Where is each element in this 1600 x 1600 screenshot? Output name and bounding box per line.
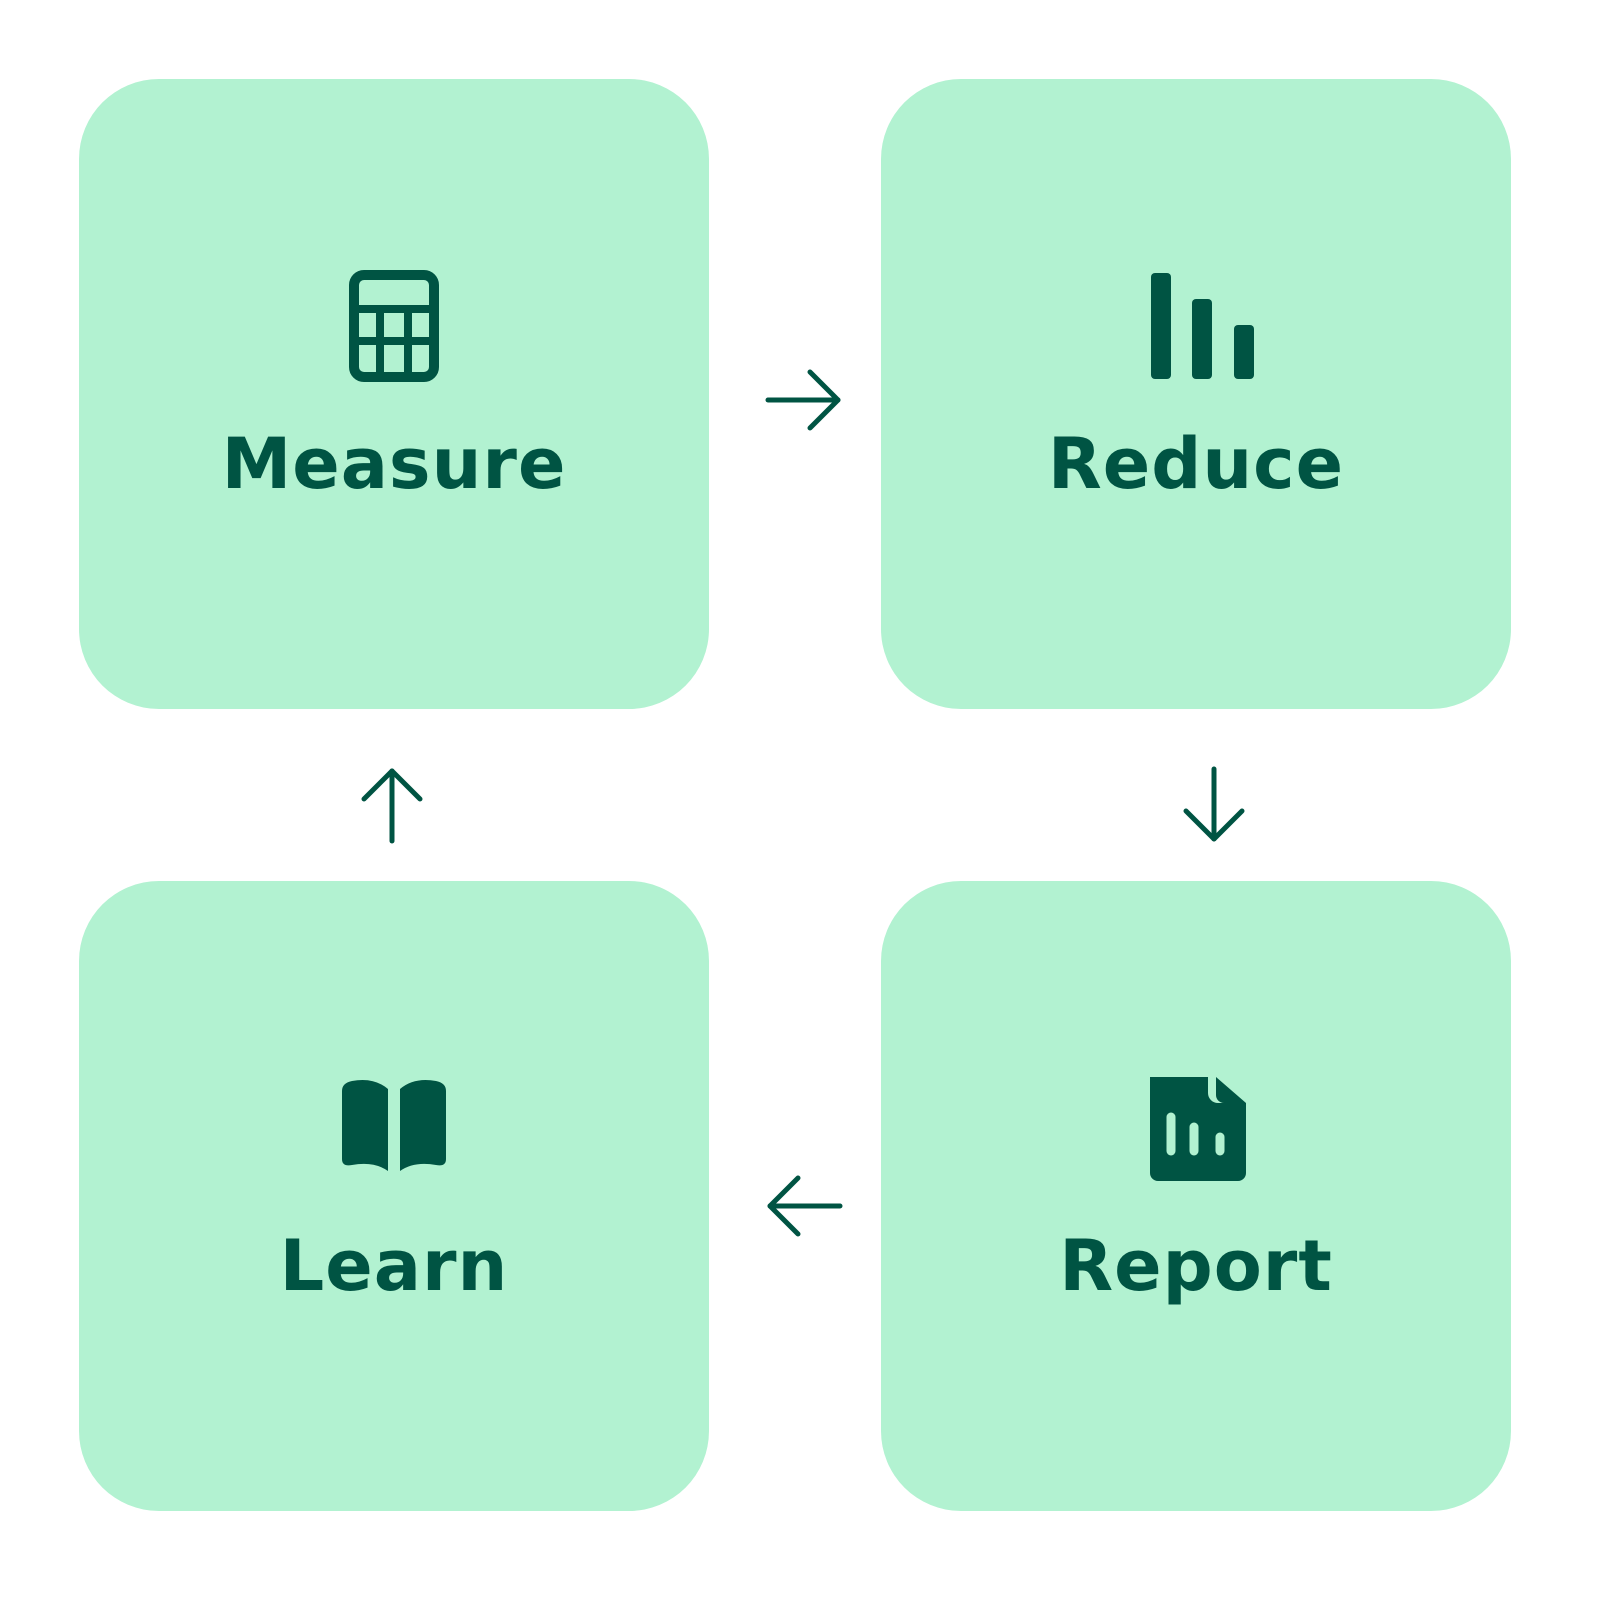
step-label-reduce: Reduce [1047, 423, 1345, 505]
step-card-measure: Measure [79, 79, 709, 709]
step-card-report: Report [881, 881, 1511, 1511]
arrow-up-icon [361, 768, 423, 844]
arrow-left-icon [767, 1175, 843, 1237]
bar-chart-icon [1151, 273, 1254, 379]
step-card-reduce: Reduce [881, 79, 1511, 709]
calculator-icon [349, 270, 439, 382]
step-card-learn: Learn [79, 881, 709, 1511]
arrow-down-icon [1183, 766, 1245, 842]
open-book-icon [342, 1080, 446, 1171]
step-label-learn: Learn [279, 1225, 509, 1307]
step-label-report: Report [1059, 1225, 1333, 1307]
arrow-right-icon [765, 369, 841, 431]
report-document-icon [1150, 1077, 1246, 1181]
step-label-measure: Measure [221, 423, 567, 505]
